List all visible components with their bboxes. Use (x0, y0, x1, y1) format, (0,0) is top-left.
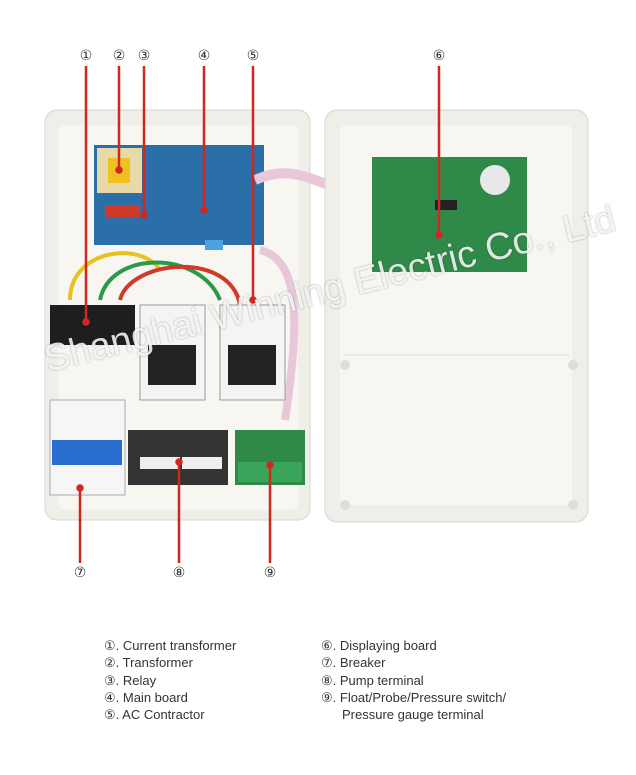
marker-9: ⑨ (263, 565, 277, 581)
marker-8: ⑧ (172, 565, 186, 581)
leader-lines (76, 66, 443, 563)
marker-2: ② (112, 48, 126, 64)
legend-item: ⑥. Displaying board (321, 638, 437, 653)
legend-left: ①. Current transformer ②. Transformer ③.… (104, 637, 236, 723)
marker-5: ⑤ (246, 48, 260, 64)
marker-6: ⑥ (432, 48, 446, 64)
marker-1: ① (79, 48, 93, 64)
current-transformer (50, 305, 135, 345)
marker-3: ③ (137, 48, 151, 64)
legend-item: ⑧. Pump terminal (321, 672, 424, 688)
legend-item: ⑨. Float/Probe/Pressure switch/ (321, 689, 507, 705)
legend-item: ①. Current transformer (104, 638, 237, 653)
legend-item: ③. Relay (104, 672, 157, 688)
legend-item: ⑦. Breaker (321, 655, 386, 671)
legend-item: ②. Transformer (104, 655, 193, 671)
legend-right: ⑥. Displaying board ⑦. Breaker ⑧. Pump t… (321, 637, 506, 723)
legend-item: ⑤. AC Contractor (104, 707, 205, 723)
legend-item: ④. Main board (104, 689, 188, 705)
marker-4: ④ (197, 48, 211, 64)
legend-item: Pressure gauge terminal (342, 707, 484, 723)
marker-7: ⑦ (73, 565, 87, 581)
